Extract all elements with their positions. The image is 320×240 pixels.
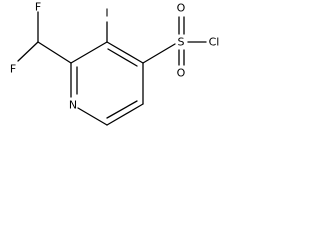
chemical-structure: F F I N S O O Cl: [10, 1, 220, 126]
bond-c6-n: [77, 107, 108, 126]
atom-oxygen-top: O: [177, 2, 186, 15]
atom-chlorine: Cl: [209, 36, 220, 49]
bond-c2-c3: [70, 41, 108, 64]
bond-c5-c6-inner: [106, 100, 138, 119]
bond-c4-sulfur: [142, 43, 176, 64]
bond-c3-c4-inner: [107, 48, 138, 67]
atom-fluorine-left: F: [10, 63, 16, 76]
bond-c5-c6-outer: [106, 103, 144, 126]
atom-oxygen-bottom: O: [177, 67, 186, 80]
bond-chf2-f-left: [17, 41, 39, 62]
atom-fluorine-top: F: [35, 1, 41, 14]
atom-iodine: I: [105, 7, 108, 20]
atom-sulfur: S: [178, 36, 185, 49]
pyridine-ring: [70, 41, 144, 126]
bond-c3-c4-outer: [106, 41, 144, 64]
bond-c2-chf2: [37, 41, 72, 64]
atom-nitrogen: N: [69, 99, 77, 112]
